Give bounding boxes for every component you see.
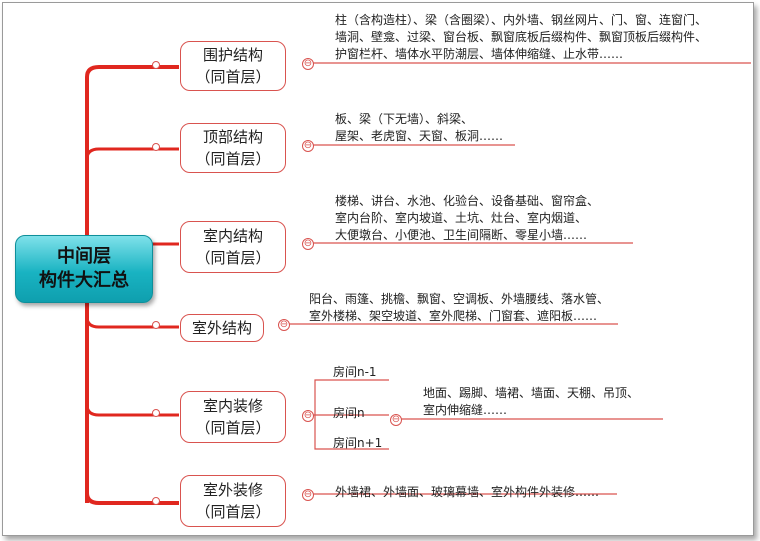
branch-connector-dot [152,61,160,69]
node-title: 顶部结构 [202,128,263,146]
node-top-structure[interactable]: 顶部结构 （同首层） [180,123,286,173]
leaf-line-text: 大便墩台、小便池、卫生间隔断、零星小墙…… [335,228,588,242]
leaf-line-text: 板、梁（下无墙）、斜梁、 [335,112,474,126]
leaf-line-text: 墙洞、壁龛、过梁、窗台板、飘窗底板后缀构件、飘窗顶板后缀构件、 [335,30,708,44]
branch-connector-dot [152,409,160,417]
room-item[interactable]: 房间n [333,406,365,420]
collapse-icon[interactable]: ⊖ [278,319,290,331]
node-title: 围护结构 [202,46,263,64]
node-subtitle: （同首层） [195,503,271,521]
node-interior-structure[interactable]: 室内结构 （同首层） [180,221,286,273]
branch-line [85,316,179,329]
node-title: 室内装修 [202,397,263,415]
room-item[interactable]: 房间n+1 [333,436,383,450]
leaf-line-text: 屋架、老虎窗、天窗、板洞…… [335,129,504,143]
node-title: 室外装修 [202,481,263,499]
collapse-icon[interactable]: ⊖ [302,140,314,152]
collapse-icon[interactable]: ⊖ [302,410,314,422]
branch-line [85,404,179,417]
leaf-line-text: 室内台阶、室内坡道、土坑、灶台、室内烟道、 [335,211,588,225]
leaf-line-text: 柱（含构造柱）、梁（含圈梁）、内外墙、钢丝网片、门、窗、连窗门、 [335,13,708,27]
room-item[interactable]: 房间n-1 [333,365,377,379]
node-subtitle: （同首层） [195,68,271,86]
node-envelope-structure[interactable]: 围护结构 （同首层） [180,41,286,91]
leaf-line-text: 室内伸缩缝…… [423,403,508,417]
trunk-line [85,65,179,78]
root-node[interactable]: 中间层 构件大汇总 [15,235,153,303]
node-subtitle: （同首层） [195,419,271,437]
branch-connector-dot [152,321,160,329]
node-subtitle: （同首层） [195,150,271,168]
leaf-text: 楼梯、讲台、水池、化验台、设备基础、窗帘盒、 室内台阶、室内坡道、土坑、灶台、室… [335,193,599,244]
leaf-text: 地面、踢脚、墙裙、墙面、天棚、吊顶、 室内伸缩缝…… [423,385,639,419]
root-title-line2: 构件大汇总 [39,270,129,291]
node-subtitle: （同首层） [195,249,271,267]
collapse-icon[interactable]: ⊖ [302,489,314,501]
root-title-line1: 中间层 [57,246,111,267]
leaf-text: 柱（含构造柱）、梁（含圈梁）、内外墙、钢丝网片、门、窗、连窗门、 墙洞、壁龛、过… [335,12,707,63]
diagram-frame: 中间层 构件大汇总 围护结构 （同首层） ⊖ 柱（含构造柱）、梁（含圈梁）、内外… [2,2,754,536]
collapse-icon[interactable]: ⊖ [302,58,314,70]
leaf-line-text: 护窗栏杆、墙体水平防潮层、墙体伸缩缝、止水带…… [335,47,624,61]
node-exterior-finishing[interactable]: 室外装修 （同首层） [180,475,286,527]
trunk-line [85,492,179,505]
node-interior-finishing[interactable]: 室内装修 （同首层） [180,391,286,443]
leaf-text: 外墙裙、外墙面、玻璃幕墙、室外构件外装修…… [335,484,599,501]
node-exterior-structure[interactable]: 室外结构 [180,314,264,342]
leaf-text: 阳台、雨篷、挑檐、飘窗、空调板、外墙腰线、落水管、 室外楼梯、架空坡道、室外爬梯… [309,291,609,325]
collapse-icon[interactable]: ⊖ [302,238,314,250]
leaf-line-text: 地面、踢脚、墙裙、墙面、天棚、吊顶、 [423,386,640,400]
leaf-line-text: 楼梯、讲台、水池、化验台、设备基础、窗帘盒、 [335,194,600,208]
branch-connector-dot [152,143,160,151]
branch-line [85,147,179,160]
leaf-text: 板、梁（下无墙）、斜梁、 屋架、老虎窗、天窗、板洞…… [335,111,503,145]
collapse-icon[interactable]: ⊖ [390,414,402,426]
leaf-line-text: 室外楼梯、架空坡道、室外爬梯、门窗套、遮阳板…… [309,309,598,323]
leaf-line-text: 外墙裙、外墙面、玻璃幕墙、室外构件外装修…… [335,485,600,499]
node-title: 室内结构 [202,227,263,245]
leaf-line-text: 阳台、雨篷、挑檐、飘窗、空调板、外墙腰线、落水管、 [309,292,610,306]
node-title: 室外结构 [191,319,252,337]
branch-connector-dot [152,497,160,505]
connector-lines [85,62,751,505]
